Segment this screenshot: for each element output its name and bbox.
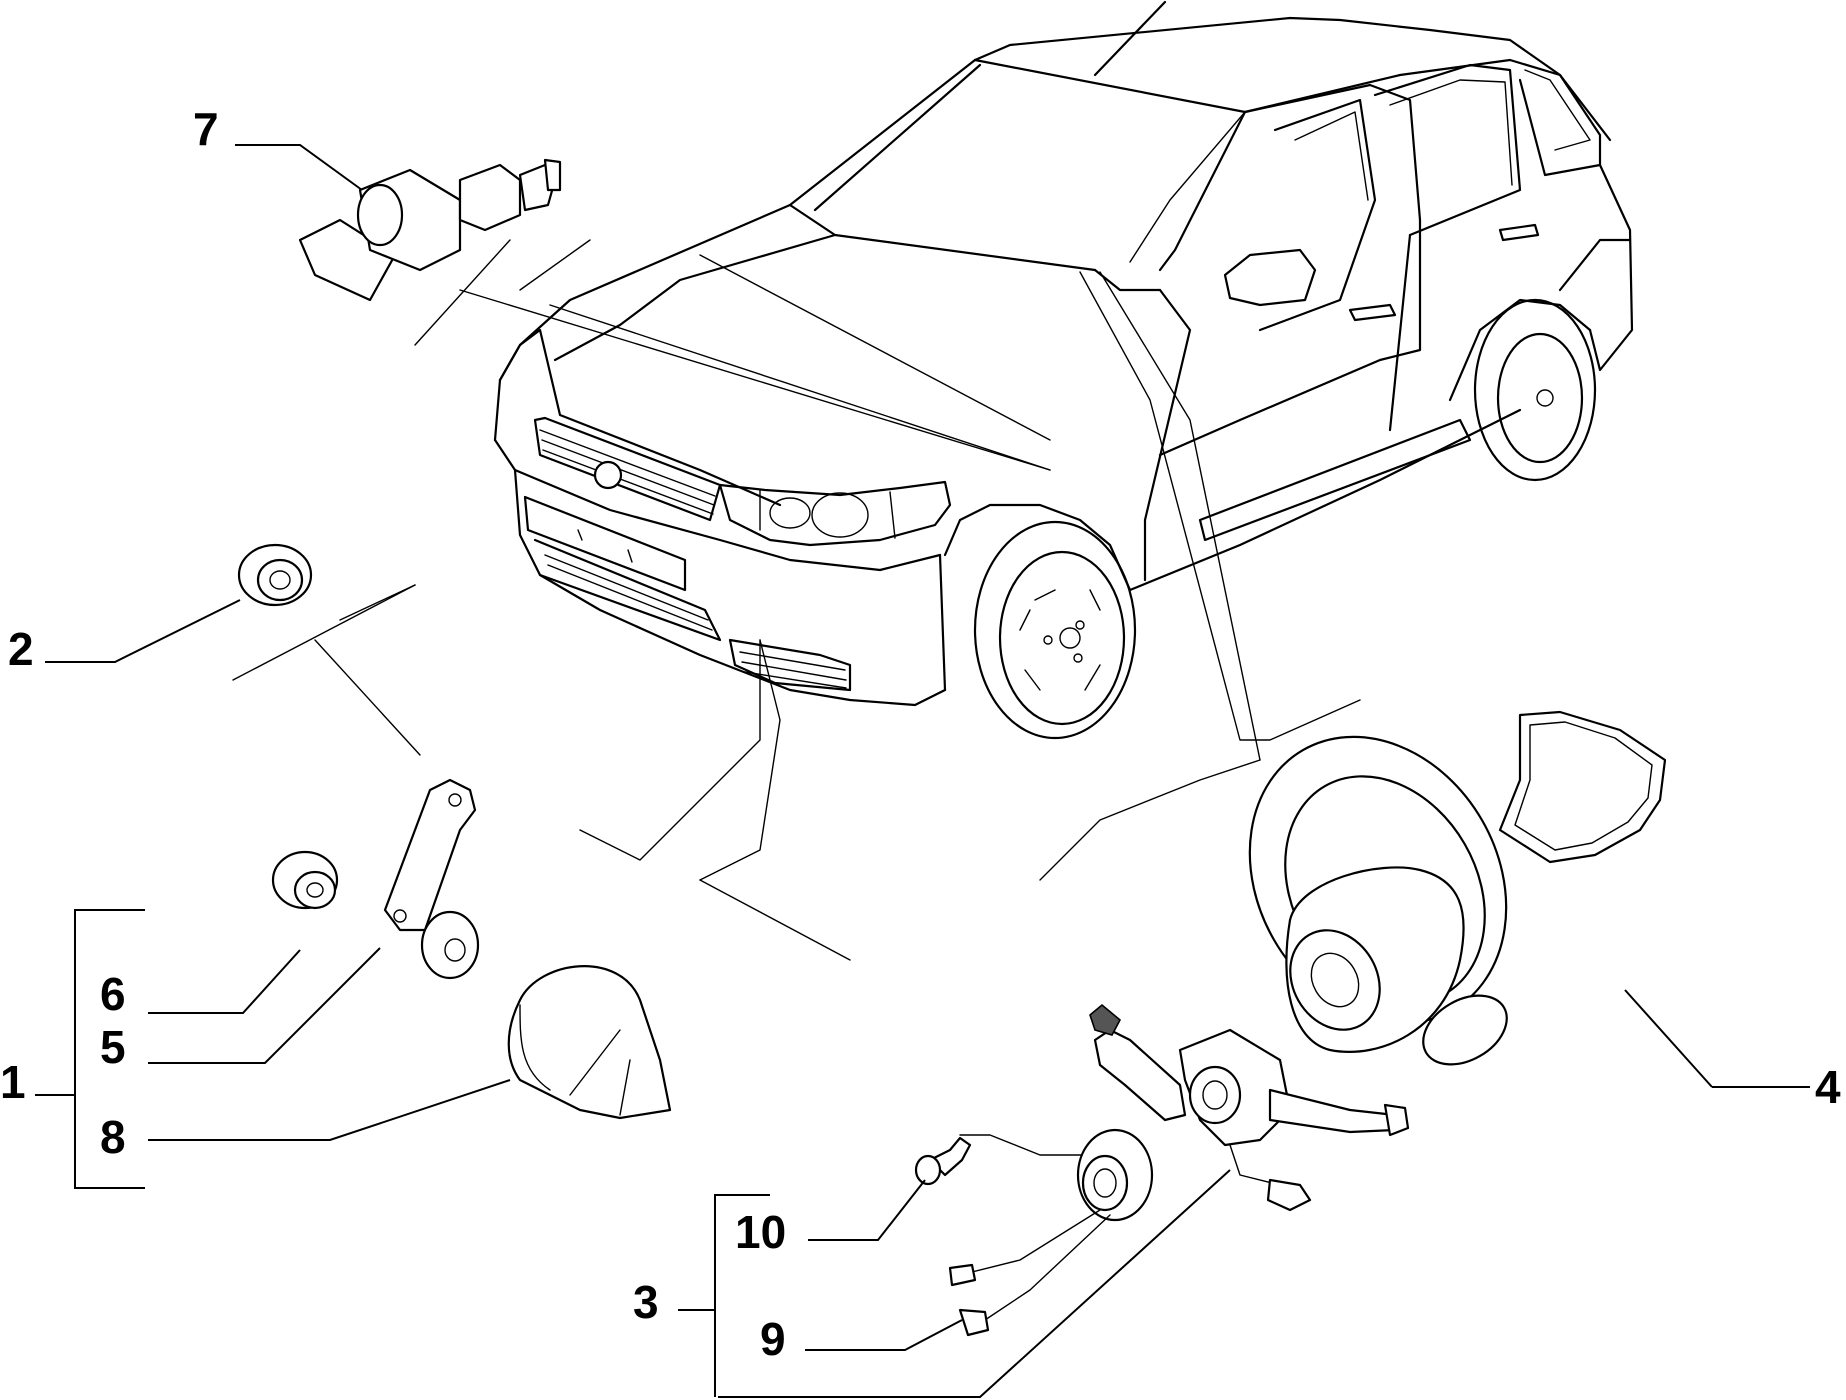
part-6-bushing: [271, 850, 339, 910]
part-9-clock-spring: [948, 1128, 1154, 1337]
callout-5: 5: [100, 1021, 126, 1073]
callout-labels: 7 2 6 5 1 8 4 10 3 9: [0, 103, 1841, 1365]
callout-6: 6: [100, 968, 126, 1020]
callout-3: 3: [633, 1276, 659, 1328]
callout-7: 7: [193, 103, 219, 155]
part-8-horn: [507, 965, 672, 1120]
part-2-nut: [237, 543, 313, 607]
part-7-switch: [298, 158, 562, 302]
part-10-pin: [914, 1136, 972, 1186]
callout-4: 4: [1815, 1061, 1841, 1113]
part-5-bracket: [383, 778, 477, 932]
callout-2: 2: [8, 623, 34, 675]
leader-lines: [45, 144, 1810, 1398]
callout-1: 1: [0, 1056, 26, 1108]
callout-9: 9: [760, 1313, 786, 1365]
callout-8: 8: [100, 1111, 126, 1163]
car-illustration: [493, 0, 1634, 740]
callout-10: 10: [735, 1206, 786, 1258]
washer: [420, 910, 480, 980]
steering-wheel: [1248, 735, 1508, 1066]
part-4-trim: [1498, 710, 1667, 864]
part-3-column-switch: [1089, 1003, 1410, 1212]
group-brackets: [35, 909, 770, 1397]
pointer-lines: [232, 239, 1361, 961]
